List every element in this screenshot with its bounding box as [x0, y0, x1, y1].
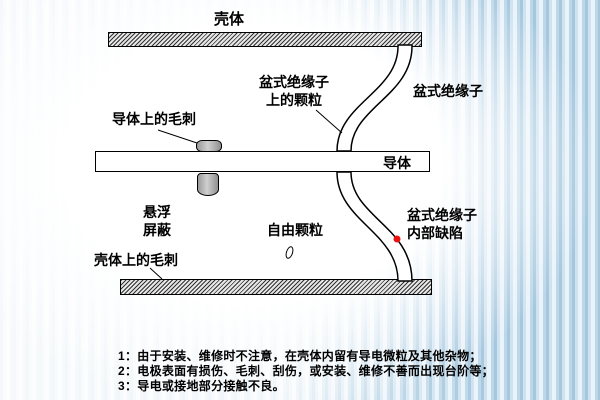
- floating-shield-label-line1: 悬浮: [143, 204, 171, 220]
- notes-block: 1：由于安装、维修时不注意，在壳体内留有导电微粒及其他杂物； 2：电极表面有损伤…: [118, 349, 494, 394]
- note-line-2: 2：电极表面有损伤、毛刺、刮伤，或安装、维修不善而出现台阶等；: [118, 364, 494, 378]
- shell-top-bar: [108, 32, 422, 47]
- conductor-burr-label: 导体上的毛刺: [112, 111, 196, 127]
- conductor-label: 导体: [383, 155, 411, 171]
- floating-shield-label-line2: 屏蔽: [143, 221, 171, 238]
- basin-particles-label-line1: 盆式绝缘子: [259, 74, 329, 90]
- basin-insulator-label: 盆式绝缘子: [413, 83, 483, 99]
- free-particle-label: 自由颗粒: [267, 222, 323, 238]
- shell-burr-label: 壳体上的毛刺: [94, 252, 178, 268]
- conductor-bar: [95, 151, 430, 172]
- note-line-3: 3：导电或接地部分接触不良。: [118, 379, 285, 393]
- basin-particles-label-line2: 上的颗粒: [266, 91, 322, 108]
- basin-defect-label-line1: 盆式绝缘子: [407, 207, 477, 223]
- floating-shield-shape: [197, 173, 219, 196]
- basin-defect-label-line2: 内部缺陷: [407, 224, 463, 241]
- note-line-1: 1：由于安装、维修时不注意，在壳体内留有导电微粒及其他杂物；: [118, 349, 482, 363]
- shell-bottom-bar: [120, 279, 432, 295]
- basin-defect-label: 盆式绝缘子 内部缺陷: [407, 207, 477, 243]
- basin-particles-label: 盆式绝缘子 上的颗粒: [250, 74, 338, 110]
- floating-shield-label: 悬浮 屏蔽: [133, 204, 181, 240]
- shell-top-label: 壳体: [214, 11, 245, 28]
